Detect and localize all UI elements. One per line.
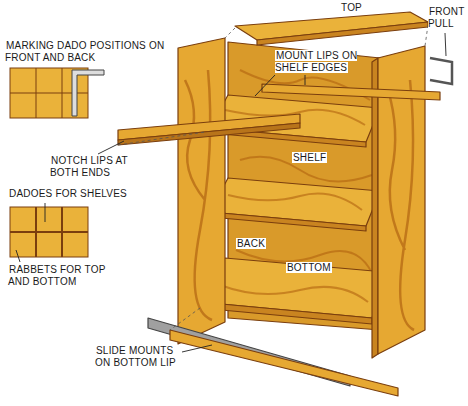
- step-note: RABBETS FOR TOP AND BOTTOM: [8, 264, 118, 288]
- label-text: DADOES FOR SHELVES: [8, 188, 128, 199]
- leader-line: [98, 141, 124, 154]
- side-panel-edge: [372, 58, 378, 358]
- label-text: SLIDE MOUNTS ON BOTTOM LIP: [95, 345, 177, 368]
- label-text: MARKING DADO POSITIONS ON FRONT AND BACK: [5, 40, 164, 63]
- explode-line: [225, 28, 235, 38]
- wood-grain: [220, 285, 368, 302]
- shelf-lip: [262, 84, 440, 100]
- label-text: BOTTOM: [286, 262, 332, 273]
- label-text: NOTCH LIPS AT BOTH ENDS: [50, 155, 128, 178]
- explode-line: [170, 308, 200, 330]
- leader-line: [305, 75, 306, 85]
- leader-line: [16, 250, 20, 262]
- dado-groove: [10, 231, 88, 233]
- part-label: FRONT PULL: [428, 6, 464, 30]
- part-label: TOP: [340, 2, 380, 14]
- explode-line: [118, 132, 205, 145]
- label-text: TOP: [340, 2, 363, 13]
- carpenter-square: [72, 70, 104, 116]
- bottom-edge: [200, 302, 372, 324]
- shelf-edge: [210, 212, 366, 231]
- notched-lip-edge: [118, 123, 300, 145]
- step-note: MARKING DADO POSITIONS ON FRONT AND BACK: [5, 40, 170, 64]
- front-pull: [430, 58, 452, 84]
- label-text: MOUNT LIPS ON SHELF EDGES: [275, 50, 357, 73]
- part-label: SHELF: [292, 152, 342, 164]
- label-text: RABBETS FOR TOP AND BOTTOM: [8, 264, 106, 287]
- wood-grain: [185, 70, 212, 320]
- wood-grain: [388, 80, 414, 330]
- step-note: NOTCH LIPS AT BOTH ENDS: [50, 155, 135, 179]
- inset-panel: [10, 207, 88, 257]
- side-panel: [178, 38, 225, 344]
- label-text: SHELF: [292, 152, 327, 163]
- part-label: BACK: [236, 238, 281, 250]
- step-note: DADOES FOR SHELVES: [8, 188, 138, 200]
- wood-grain: [228, 193, 362, 210]
- leader-line: [45, 203, 46, 222]
- step-note: SLIDE MOUNTS ON BOTTOM LIP: [95, 345, 180, 369]
- leader-line: [182, 345, 212, 352]
- label-text: FRONT PULL: [428, 6, 464, 29]
- leader-line: [255, 75, 275, 96]
- part-label: BOTTOM: [286, 262, 346, 274]
- leader-line: [445, 33, 446, 56]
- top-edge: [257, 22, 428, 45]
- bottom-lip: [170, 330, 398, 396]
- label-text: BACK: [236, 238, 266, 249]
- step-note: MOUNT LIPS ON SHELF EDGES: [275, 50, 365, 74]
